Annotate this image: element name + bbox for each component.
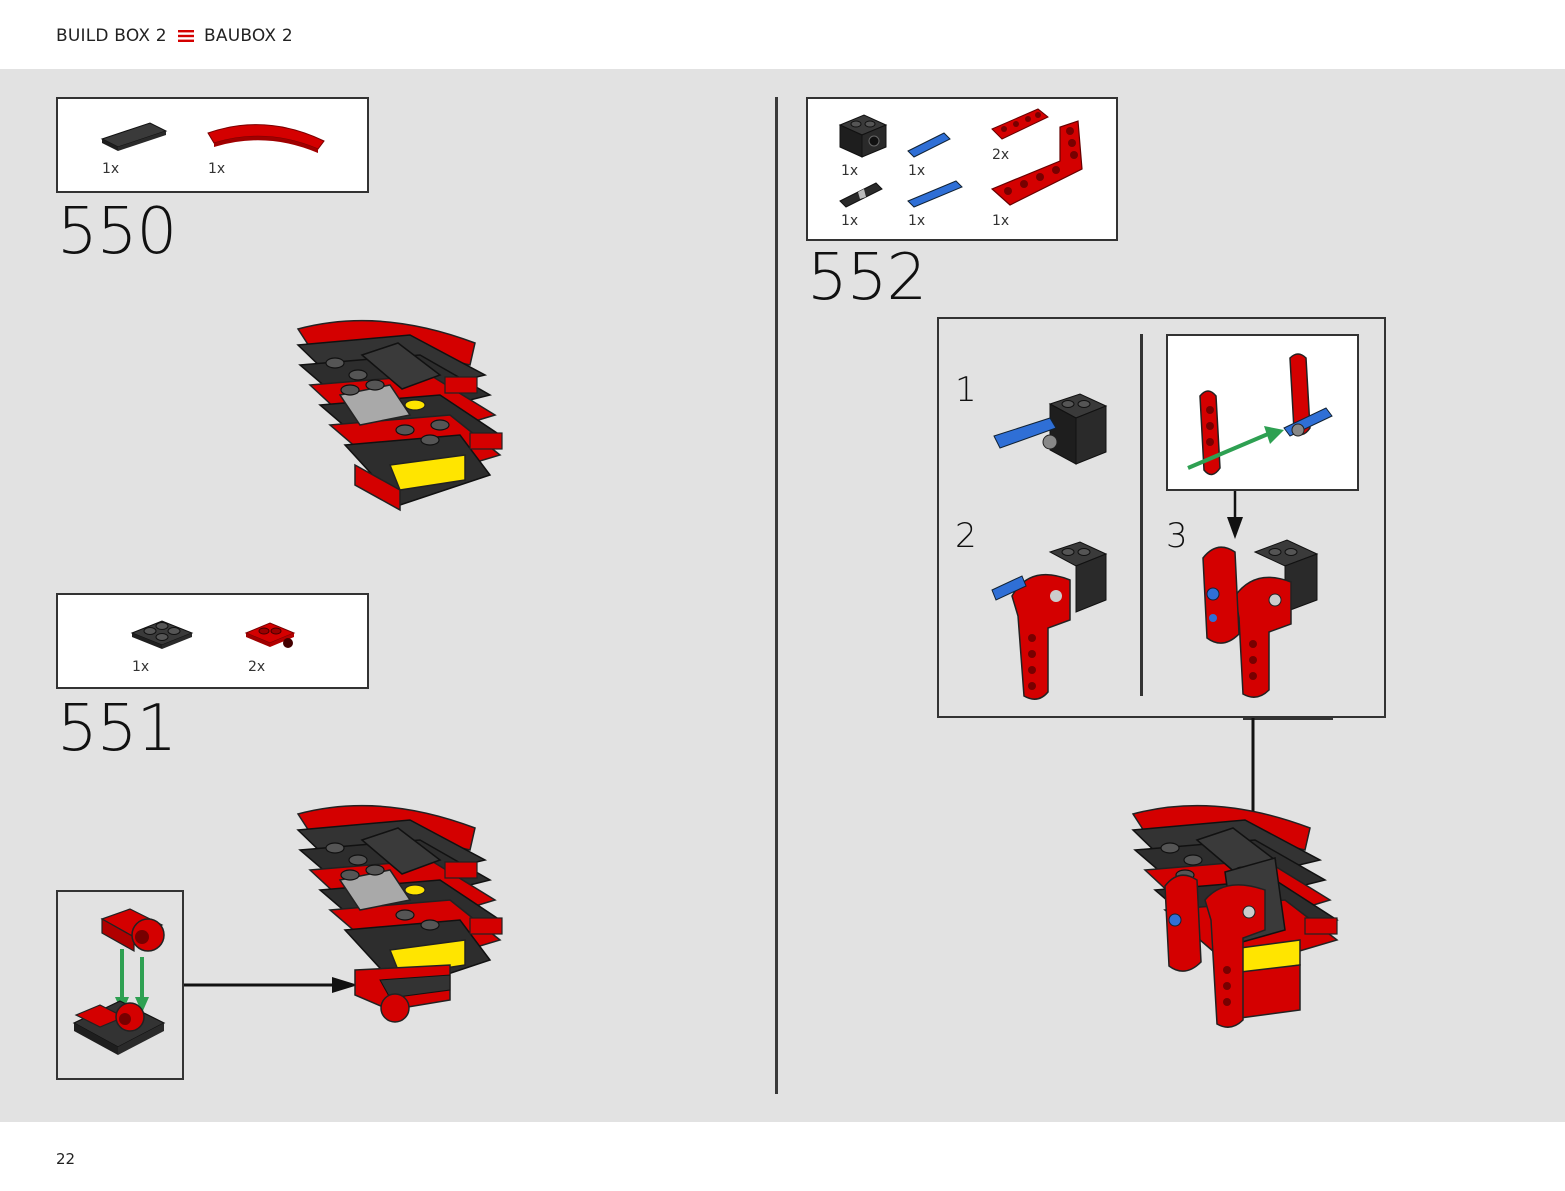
- black-technic-brick-icon: [838, 114, 888, 158]
- qty-551-2: 2x: [248, 659, 266, 675]
- substep-2-model: [991, 541, 1108, 700]
- substep-number-3: 3: [1166, 516, 1188, 556]
- substep-3-down-arrow: [1227, 491, 1243, 539]
- page-divider: [775, 97, 778, 1094]
- qty-550-1: 1x: [102, 161, 120, 177]
- black-friction-pin-icon: [839, 182, 883, 208]
- qty-550-2: 1x: [208, 161, 226, 177]
- connector-bar: [1243, 717, 1333, 720]
- blue-long-axle-pin-icon: [907, 180, 963, 208]
- black-plate-2x2-icon: [130, 620, 194, 649]
- step-number-551: 551: [57, 692, 177, 766]
- substep-divider: [1140, 334, 1143, 696]
- red-l-liftarm-icon: [990, 120, 1083, 206]
- qty-552-3: 2x: [992, 147, 1010, 163]
- substep-number-2: 2: [955, 516, 977, 556]
- callout-subassembly-551: [72, 908, 166, 1055]
- step-number-550: 550: [57, 195, 177, 269]
- page-number: 22: [56, 1150, 76, 1168]
- header-title-de: BAUBOX 2: [204, 26, 293, 46]
- blue-axle-pin-icon: [907, 132, 951, 158]
- red-plate-pin-icon: [244, 622, 296, 648]
- substep-3-model: [1202, 539, 1319, 698]
- qty-551-1: 1x: [132, 659, 150, 675]
- qty-552-6: 1x: [992, 213, 1010, 229]
- page-header: BUILD BOX 2 BAUBOX 2: [0, 0, 1565, 68]
- qty-552-1: 1x: [841, 163, 859, 179]
- parts-list-551: 1x 2x: [56, 593, 369, 689]
- page-footer: [0, 1122, 1565, 1191]
- parts-list-552: 1x 1x 2x 1x 1x 1x: [806, 97, 1118, 241]
- qty-552-5: 1x: [908, 213, 926, 229]
- red-liftarm-small-icon: [991, 108, 1049, 140]
- header-title-en: BUILD BOX 2: [56, 26, 167, 46]
- qty-552-2: 1x: [908, 163, 926, 179]
- menu-lines-icon: [178, 30, 195, 42]
- qty-552-4: 1x: [841, 213, 859, 229]
- model-assembly-550: [296, 319, 503, 512]
- substep-number-1: 1: [955, 370, 977, 410]
- red-curved-arch-icon: [207, 124, 325, 153]
- black-tile-icon: [100, 122, 168, 151]
- header-title: BUILD BOX 2 BAUBOX 2: [56, 26, 293, 46]
- substep-1-model: [993, 393, 1108, 465]
- model-assembly-552: [1131, 804, 1339, 1028]
- parts-list-550: 1x 1x: [56, 97, 369, 193]
- step-number-552: 552: [807, 241, 927, 315]
- substep-3-callout-model: [1187, 353, 1333, 476]
- model-assembly-551: [296, 804, 503, 1023]
- callout-arrow-551: [184, 977, 358, 993]
